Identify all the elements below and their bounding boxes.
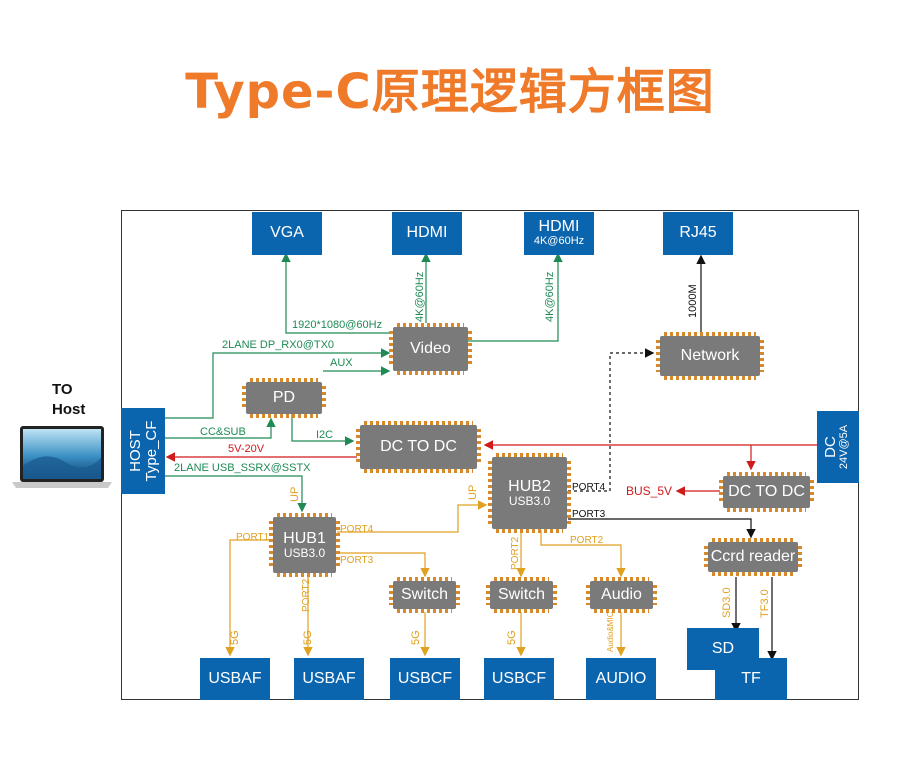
vga-resolution-label: 1920*1080@60Hz bbox=[292, 319, 383, 331]
video-chip: Video bbox=[389, 323, 472, 375]
audio-chip: Audio bbox=[586, 577, 657, 613]
usbaf-port-1: USBAF bbox=[200, 658, 270, 700]
rj45-port: RJ45 bbox=[663, 212, 733, 255]
card-reader-chip: Ccrd reader bbox=[704, 538, 802, 576]
usbcf-port-1: USBCF bbox=[390, 658, 460, 700]
bus-5v-label: BUS_5V bbox=[626, 484, 673, 498]
hdmi1-resolution-label: 4K@60Hz bbox=[414, 271, 426, 322]
switch-chip-2: Switch bbox=[486, 577, 557, 613]
1000m-label: 1000M bbox=[687, 284, 699, 318]
hdmi2-resolution-label: 4K@60Hz bbox=[544, 271, 556, 322]
switch-chip-1: Switch bbox=[389, 577, 460, 613]
dc-to-dc-main-chip: DC TO DC bbox=[356, 421, 481, 473]
hub2-port2-b-label: PORT2 bbox=[570, 535, 604, 546]
usbaf1-5g-label: 5G bbox=[229, 630, 241, 645]
page-title: Type-C原理逻辑方框图 bbox=[185, 64, 715, 120]
i2c-label: I2C bbox=[316, 429, 334, 441]
usbcf2-5g-label: 5G bbox=[506, 630, 518, 645]
aux-signal-label: AUX bbox=[330, 357, 353, 369]
usb-ssrx-label: 2LANE USB_SSRX@SSTX bbox=[174, 462, 311, 474]
dp-signal-label: 2LANE DP_RX0@TX0 bbox=[222, 339, 335, 351]
usbaf-port-2: USBAF bbox=[294, 658, 364, 700]
v5-20-label: 5V-20V bbox=[228, 443, 265, 455]
hub1-port2-label: PORT2 bbox=[301, 578, 312, 612]
hub1-port4-label: PORT4 bbox=[340, 524, 374, 535]
host-typec-port bbox=[121, 408, 165, 494]
usbcf1-5g-label: 5G bbox=[410, 630, 422, 645]
tf-port: TF bbox=[715, 658, 787, 700]
tf30-label: TF3.0 bbox=[759, 589, 771, 618]
laptop-icon bbox=[10, 424, 114, 490]
hub2-port3-label: PORT3 bbox=[572, 509, 606, 520]
cc-sub-label: CC&SUB bbox=[200, 426, 246, 438]
hub1-port1-label: PORT1 bbox=[236, 532, 270, 543]
hub1-up-label: UP bbox=[289, 486, 301, 502]
usbaf2-5g-label: 5G bbox=[302, 630, 314, 645]
dc-to-dc-bus-chip: DC TO DC bbox=[719, 472, 814, 512]
dc-input-port bbox=[817, 411, 859, 483]
audio-port: AUDIO bbox=[586, 658, 656, 700]
hub2-port2-a-label: PORT2 bbox=[510, 536, 521, 570]
sd30-label: SD3.0 bbox=[721, 587, 733, 618]
network-chip: Network bbox=[656, 332, 764, 380]
vga-port: VGA bbox=[252, 212, 322, 255]
pd-chip: PD bbox=[242, 378, 326, 418]
hdmi-port-1: HDMI bbox=[392, 212, 462, 255]
hub2-port4-label: PORT4 bbox=[572, 482, 606, 493]
to-host-label: TO Host bbox=[52, 381, 86, 418]
hub2-up-label: UP bbox=[467, 484, 479, 500]
usbcf-port-2: USBCF bbox=[484, 658, 554, 700]
audio-mic-label: Audio&MIC bbox=[606, 611, 615, 652]
hub1-port3-label: PORT3 bbox=[340, 555, 374, 566]
